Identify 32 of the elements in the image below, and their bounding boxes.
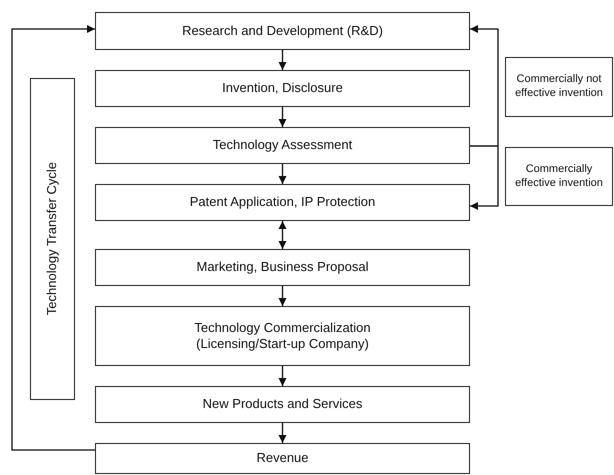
arrow <box>278 107 286 127</box>
box-label: Revenue <box>256 450 309 467</box>
cycle-label-box <box>30 78 75 400</box>
process-box <box>95 443 470 474</box>
box-label: Marketing, Business Proposal <box>196 259 368 276</box>
box-label: Commercially effective invention <box>514 162 604 190</box>
arrow <box>470 25 499 147</box>
box-label: Research and Development (R&D) <box>182 22 383 40</box>
box-label: Invention, Disclosure <box>222 80 343 97</box>
process-box <box>505 147 613 206</box>
arrow <box>470 145 499 210</box>
process-box <box>95 306 470 366</box>
box-label: Patent Application, IP Protection <box>190 194 376 211</box>
process-box <box>95 12 470 50</box>
process-box <box>95 70 470 107</box>
box-label: Technology Commercialization (Licensing/Start-up Company) <box>193 320 372 352</box>
arrow <box>278 423 286 443</box>
box-label: Technology Transfer Cycle <box>44 162 60 316</box>
arrow <box>278 286 286 306</box>
arrow <box>11 25 95 451</box>
arrow <box>278 164 286 184</box>
process-box <box>95 184 470 221</box>
arrow <box>278 50 286 70</box>
process-box <box>95 386 470 423</box>
box-label: New Products and Services <box>202 396 362 413</box>
process-box <box>505 57 613 117</box>
process-box <box>95 249 470 286</box>
box-label: Commercially not effective invention <box>514 73 604 101</box>
arrow <box>278 366 286 386</box>
process-box <box>95 127 470 164</box>
box-label: Technology Assessment <box>212 137 352 154</box>
arrow <box>278 221 286 249</box>
